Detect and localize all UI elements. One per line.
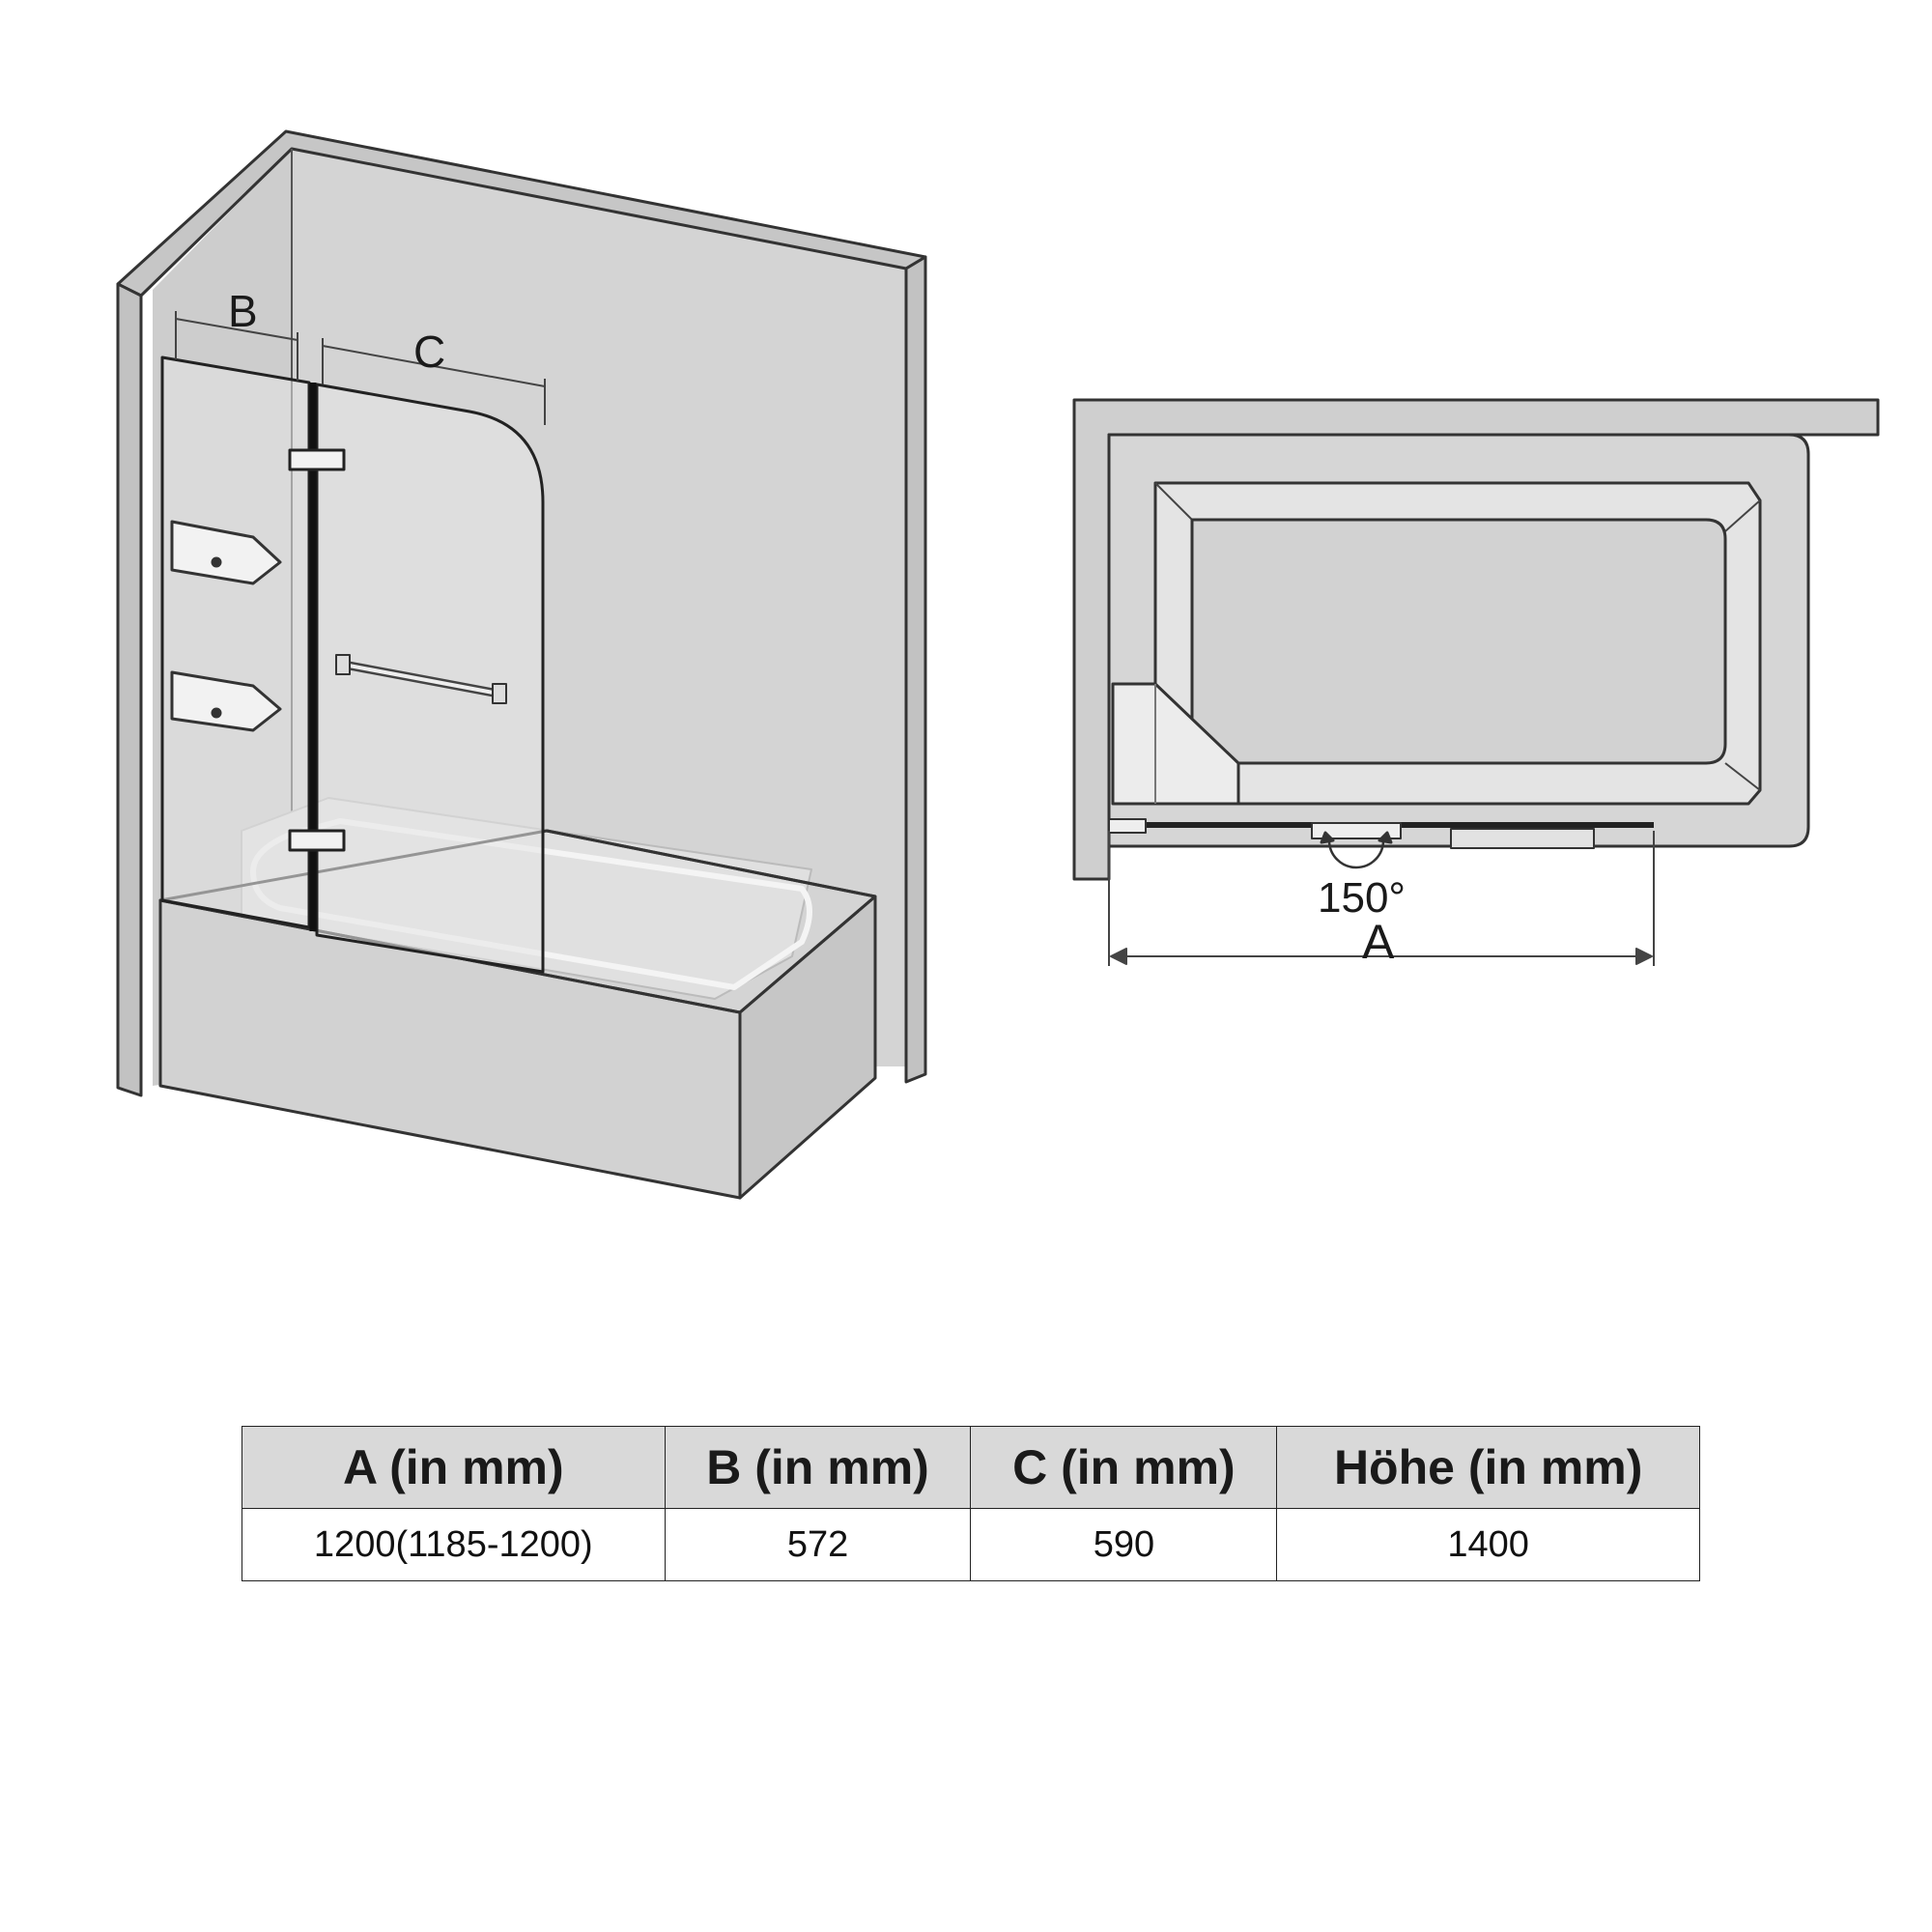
header-a: A (in mm)	[242, 1426, 666, 1509]
label-c: C	[413, 327, 445, 377]
spec-value-row: 1200(1185-1200) 572 590 1400	[242, 1508, 1700, 1581]
top-shelf	[1111, 682, 1240, 806]
top-hinge	[1311, 822, 1402, 839]
label-a: A	[1362, 915, 1395, 969]
value-c: 590	[970, 1508, 1278, 1581]
perspective-view	[116, 129, 927, 1200]
dimension-a	[1108, 831, 1655, 966]
towel-bar	[335, 654, 507, 704]
wall-right-edge	[904, 255, 927, 1084]
label-b: B	[228, 286, 258, 336]
spec-table: A (in mm) B (in mm) C (in mm) Höhe (in m…	[242, 1426, 1700, 1581]
value-b: 572	[664, 1508, 972, 1581]
fixed-glass-panel	[160, 355, 311, 929]
hinge-bottom	[288, 829, 346, 852]
value-height: 1400	[1276, 1508, 1700, 1581]
shelf-upper	[170, 520, 282, 585]
top-view	[1072, 398, 1880, 966]
shelf-lower	[170, 670, 282, 732]
dimension-b	[175, 311, 298, 381]
dimension-c	[322, 338, 546, 425]
header-height: Höhe (in mm)	[1276, 1426, 1700, 1509]
top-tub-basin	[1190, 518, 1727, 765]
hinge-top	[288, 448, 346, 471]
swing-arc	[1327, 839, 1385, 869]
value-a: 1200(1185-1200)	[242, 1508, 666, 1581]
spec-header-row: A (in mm) B (in mm) C (in mm) Höhe (in m…	[242, 1426, 1700, 1509]
header-b: B (in mm)	[664, 1426, 972, 1509]
header-c: C (in mm)	[970, 1426, 1278, 1509]
wall-left-edge	[116, 282, 143, 1097]
top-handle	[1450, 828, 1595, 849]
angle-label: 150°	[1318, 874, 1406, 922]
